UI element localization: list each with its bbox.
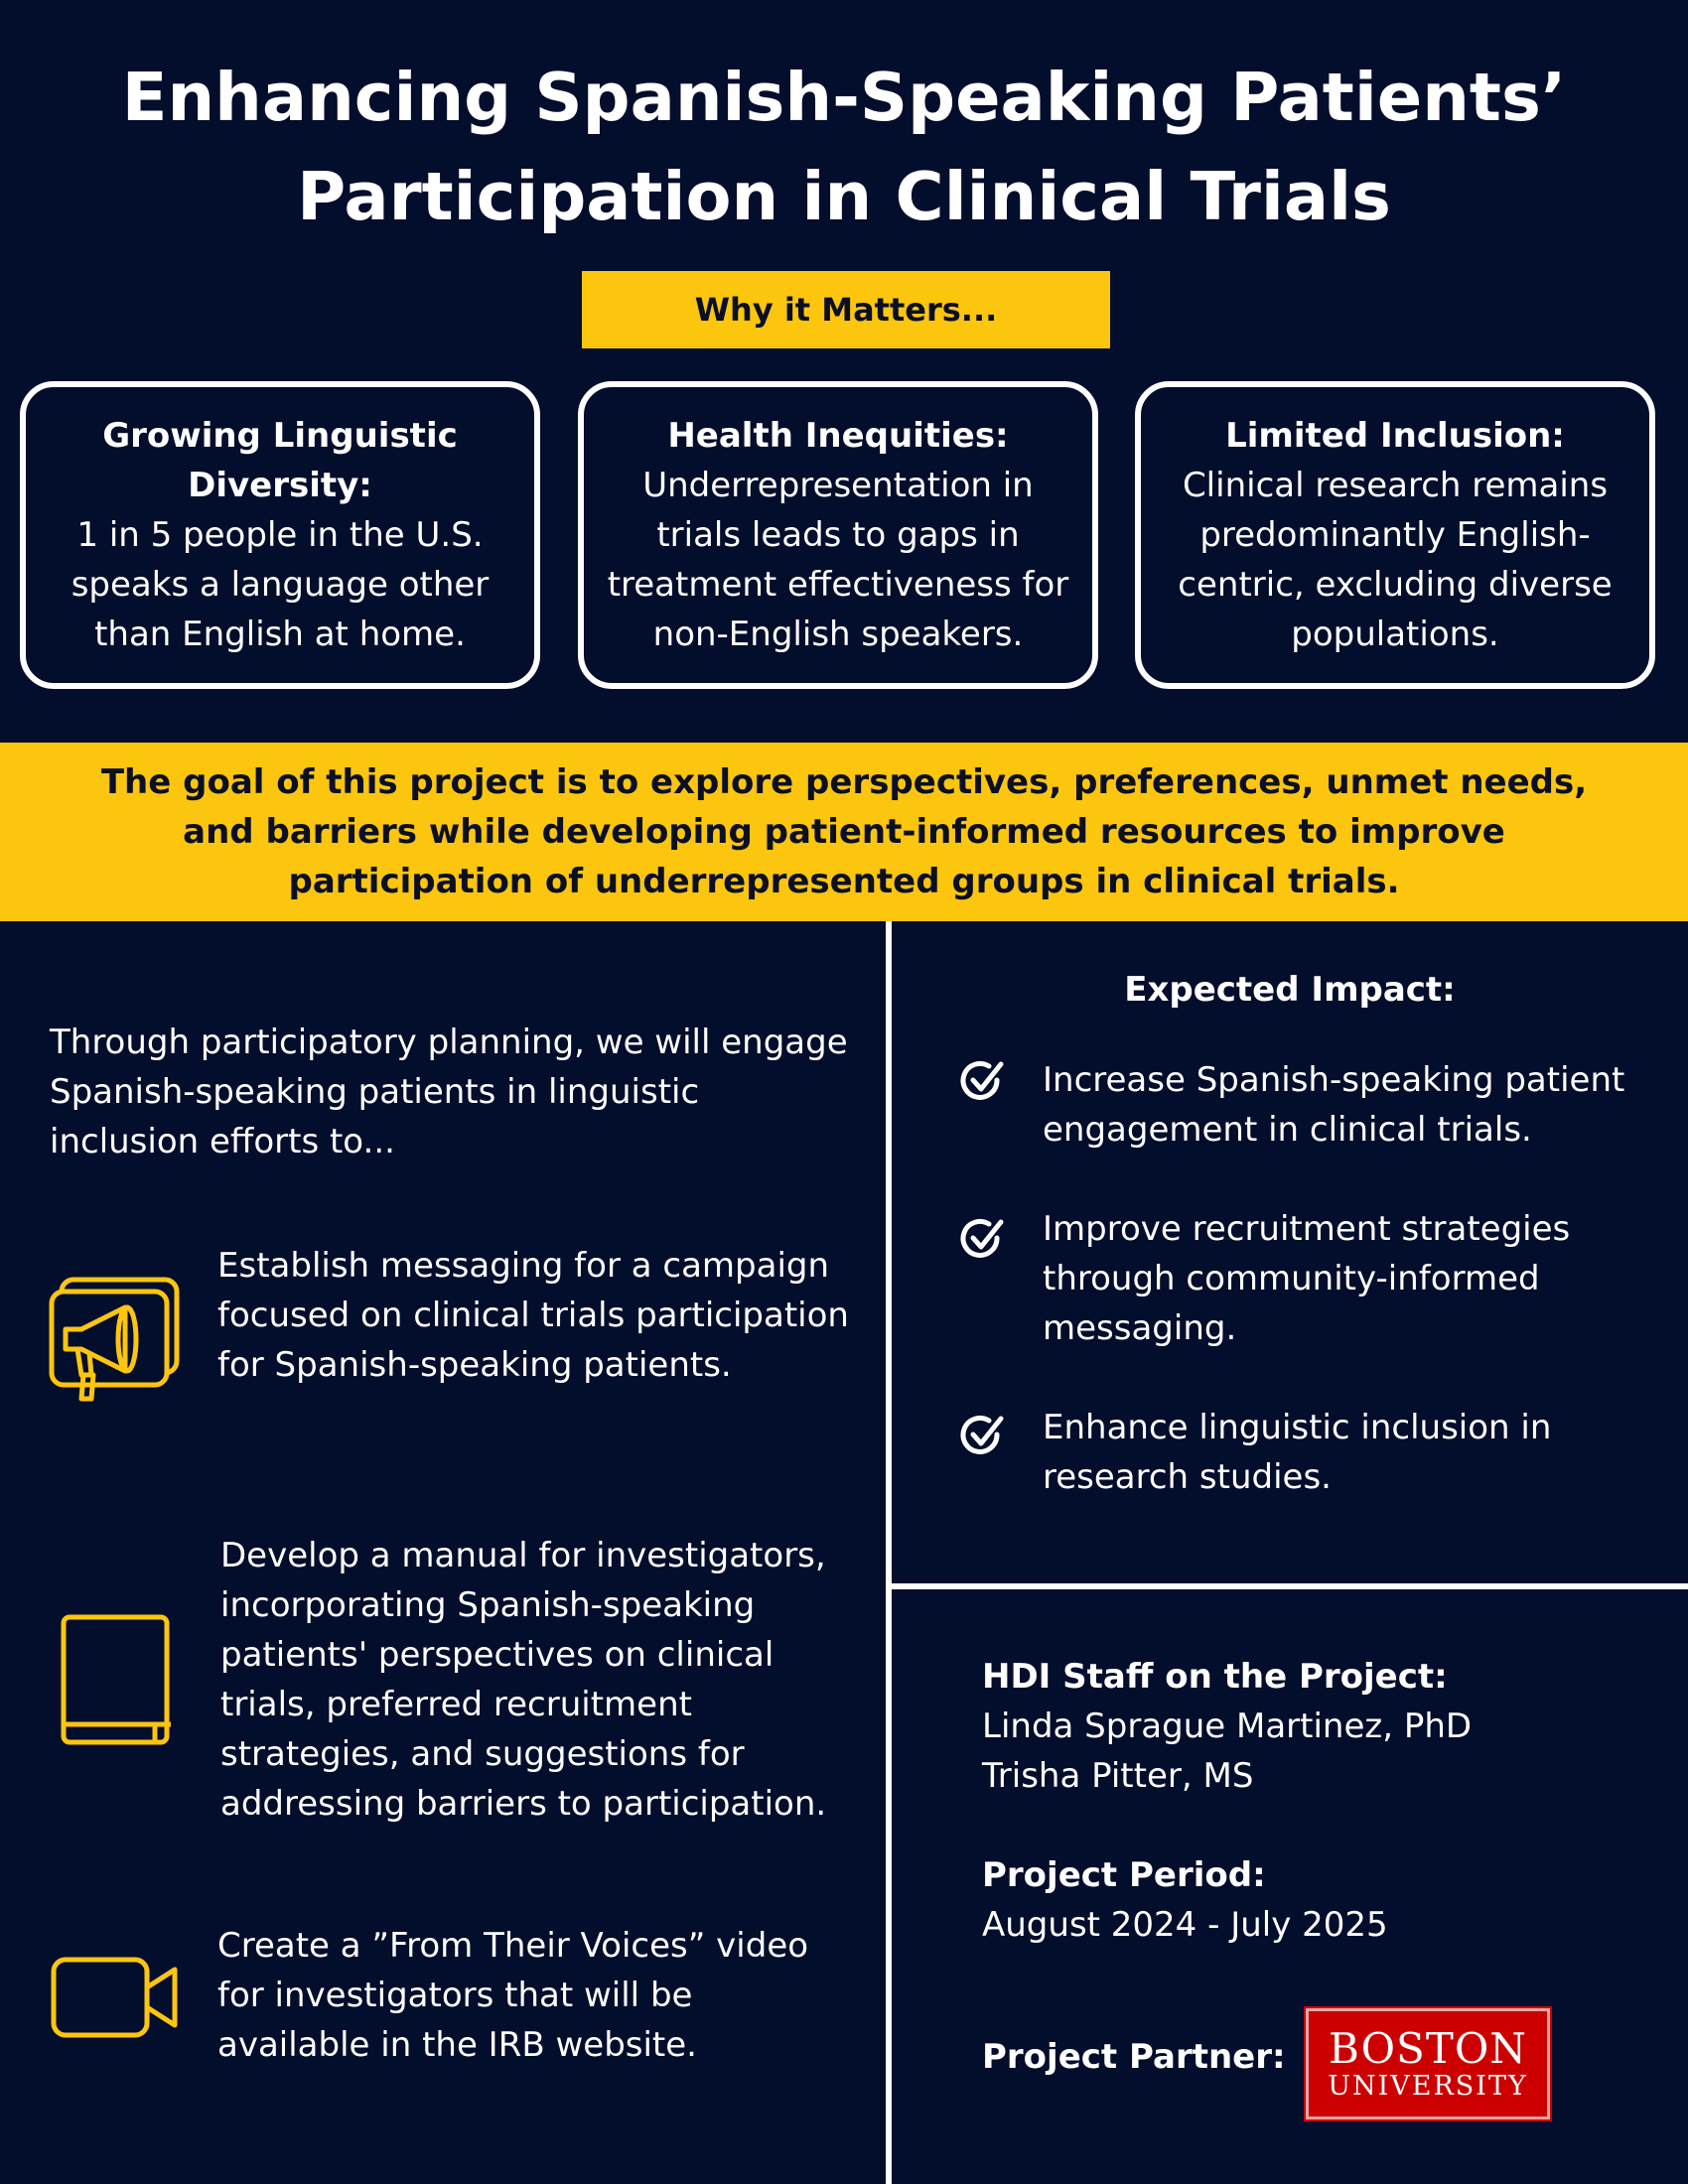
period-value: August 2024 - July 2025 (982, 1905, 1388, 1945)
card-body: Underrepresentation in trials leads to g… (607, 466, 1069, 654)
check-circle-icon (959, 1413, 1005, 1458)
card-health-inequities: Health Inequities: Underrepresentation i… (578, 381, 1098, 689)
card-linguistic-diversity: Growing Linguistic Diversity: 1 in 5 peo… (20, 381, 540, 689)
card-limited-inclusion: Limited Inclusion: Clinical research rem… (1135, 381, 1655, 689)
page-title: Enhancing Spanish-Speaking Patients’ Par… (121, 59, 1567, 235)
card-title: Growing Linguistic Diversity: (102, 416, 458, 505)
video-camera-icon (50, 1956, 181, 2039)
book-icon (60, 1613, 171, 1746)
card-title: Health Inequities: (667, 416, 1009, 456)
why-it-matters-banner: Why it Matters... (582, 271, 1110, 348)
staff-member: Trisha Pitter, MS (982, 1756, 1254, 1796)
left-item-manual: Develop a manual for investigators, inco… (220, 1536, 827, 1824)
partner-label: Project Partner: (982, 2037, 1286, 2077)
impact-item-recruitment: Improve recruitment strategies through c… (1043, 1209, 1571, 1348)
logo-line-2: UNIVERSITY (1328, 2071, 1528, 2102)
card-title: Limited Inclusion: (1225, 416, 1565, 456)
impact-item-inclusion: Enhance linguistic inclusion in research… (1043, 1408, 1552, 1497)
staff-member: Linda Sprague Martinez, PhD (982, 1706, 1473, 1746)
logo-line-1: BOSTON (1328, 2024, 1528, 2073)
goal-text: The goal of this project is to explore p… (100, 762, 1588, 901)
check-circle-icon (959, 1216, 1005, 1262)
check-circle-icon (959, 1058, 1005, 1104)
card-body: 1 in 5 people in the U.S. speaks a langu… (70, 515, 490, 654)
intro-text: Through participatory planning, we will … (50, 1023, 848, 1161)
period-label: Project Period: (982, 1855, 1266, 1895)
left-item-campaign: Establish messaging for a campaign focus… (217, 1246, 849, 1385)
impact-heading: Expected Impact: (1124, 970, 1456, 1010)
goal-banner: The goal of this project is to explore p… (0, 743, 1688, 921)
staff-label: HDI Staff on the Project: (982, 1657, 1448, 1697)
left-item-video: Create a ”From Their Voices” video for i… (217, 1926, 809, 2065)
vertical-divider (886, 921, 892, 2184)
megaphone-icon (48, 1276, 183, 1407)
impact-item-engagement: Increase Spanish-speaking patient engage… (1043, 1060, 1625, 1150)
card-body: Clinical research remains predominantly … (1178, 466, 1613, 654)
horizontal-divider (892, 1583, 1688, 1589)
boston-university-logo: BOSTON UNIVERSITY (1304, 2006, 1552, 2121)
